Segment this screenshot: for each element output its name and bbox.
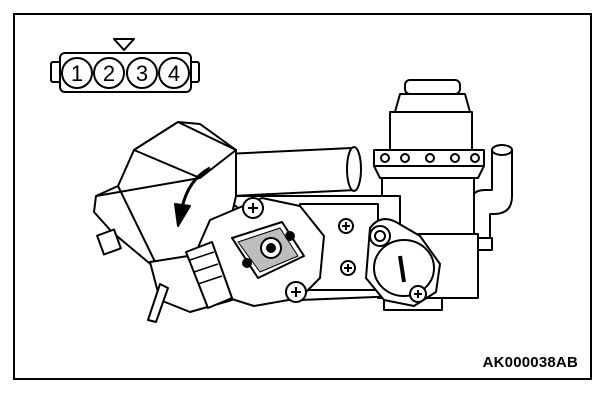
figure-id-label: AK000038AB — [482, 354, 578, 371]
pin-label-2: 2 — [103, 61, 115, 86]
connector-face: 1 2 3 4 — [50, 38, 200, 93]
pin-circle-4 — [158, 57, 190, 89]
pin-label-3: 3 — [136, 61, 148, 86]
pin-label-1: 1 — [71, 61, 83, 86]
actuator-drum — [93, 121, 237, 323]
pin-circle-1 — [61, 57, 93, 89]
pin-circle-3 — [126, 57, 158, 89]
pin-1-marker-icon — [113, 38, 135, 51]
valve-sensor-disc — [365, 218, 441, 307]
pin-circle-2 — [93, 57, 125, 89]
pin-label-4: 4 — [168, 61, 180, 86]
rotation-arrow-icon — [180, 166, 211, 209]
throttle-position-sensor — [185, 197, 325, 309]
